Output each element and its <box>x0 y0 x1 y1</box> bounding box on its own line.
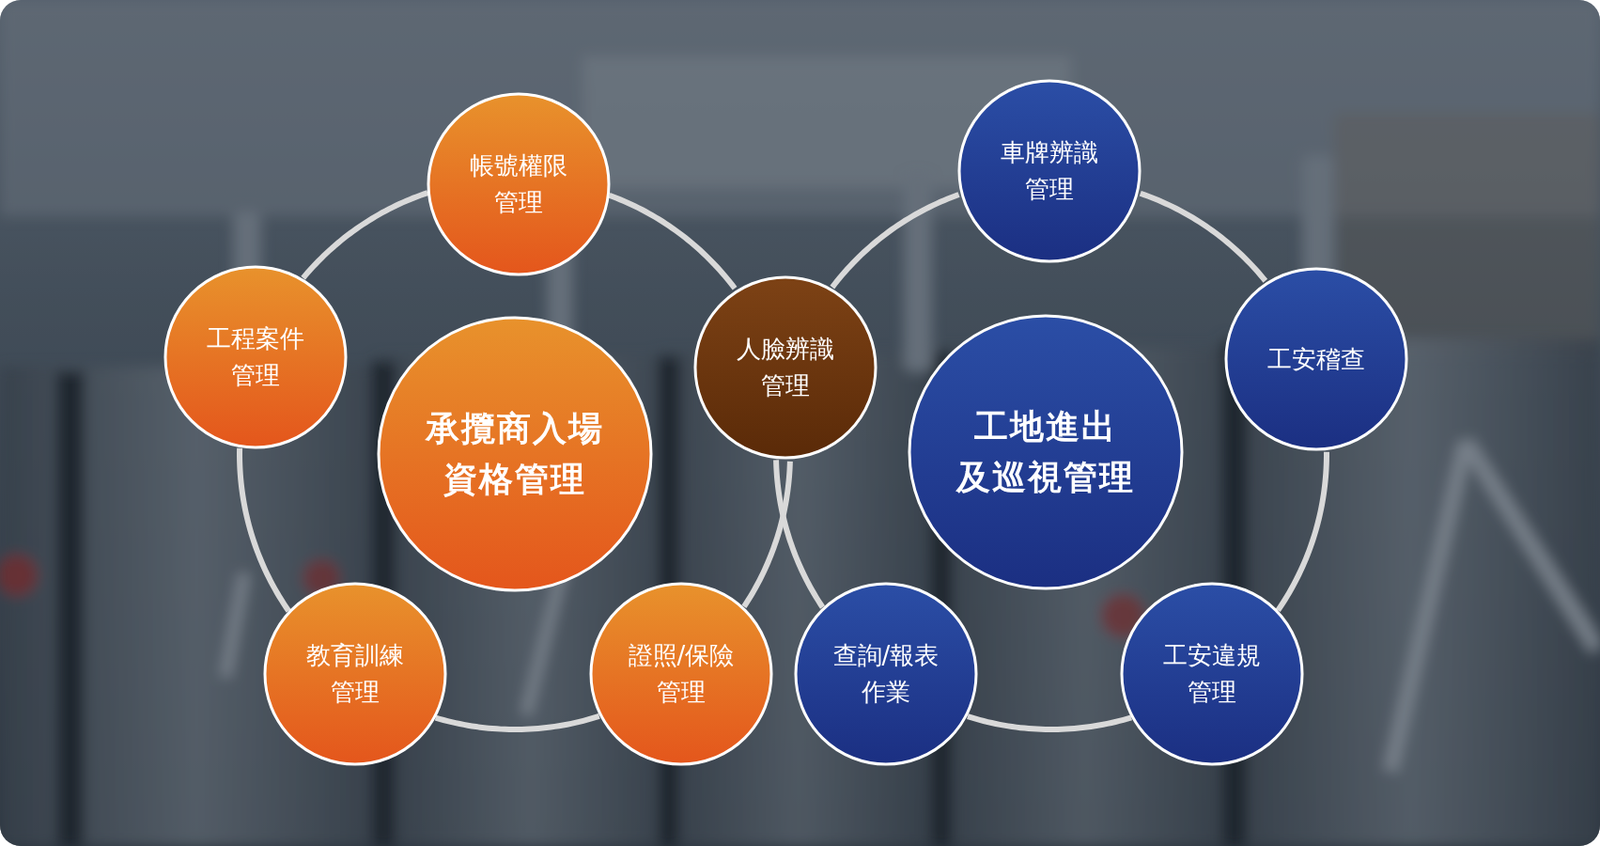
circle-fill <box>695 277 876 458</box>
circle-node: 教育訓練 管理 <box>263 581 448 766</box>
node-label: 承攬商入場 資格管理 <box>411 403 619 505</box>
circle-fill <box>795 583 977 764</box>
circle-fill <box>428 93 609 275</box>
circle-fill <box>378 317 652 591</box>
ring-arc <box>1140 193 1266 281</box>
node-label: 車牌辨識 管理 <box>988 134 1111 208</box>
circle-node: 人臉辨識 管理 <box>693 275 878 460</box>
ring-arc <box>1277 451 1327 611</box>
ring-arc <box>776 459 823 607</box>
circle-node: 帳號權限 管理 <box>426 92 611 277</box>
circle-shape <box>589 581 774 766</box>
circle-node: 查詢/報表 作業 <box>793 581 979 766</box>
node-label: 工地進出 及巡視管理 <box>942 401 1150 503</box>
ring-arc <box>832 194 960 288</box>
circle-node: 工安違規 管理 <box>1119 581 1305 766</box>
circle-fill <box>1226 268 1407 450</box>
ring-arc <box>608 195 735 289</box>
node-label: 查詢/報表 作業 <box>824 636 948 711</box>
circle-shape <box>163 264 348 450</box>
circle-fill <box>909 315 1182 589</box>
circle-node: 工程案件 管理 <box>163 264 348 450</box>
node-label: 人臉辨識 管理 <box>724 330 847 404</box>
circle-fill <box>1121 583 1303 764</box>
circle-fill <box>959 80 1140 262</box>
circle-shape <box>376 315 653 592</box>
circle-shape <box>907 313 1184 591</box>
node-label: 工安違規 管理 <box>1150 636 1274 711</box>
node-label: 工安稽查 <box>1267 341 1366 378</box>
circle-node: 車牌辨識 管理 <box>957 78 1142 264</box>
circle-fill <box>165 266 346 448</box>
circle-shape <box>693 275 878 460</box>
ring-arc <box>744 461 791 606</box>
ring-arc <box>303 192 429 279</box>
circle-shape <box>1119 581 1305 766</box>
ring-arc <box>435 715 600 730</box>
circle-fill <box>264 583 446 764</box>
node-label: 教育訓練 管理 <box>294 636 417 711</box>
node-label: 帳號權限 管理 <box>457 147 580 221</box>
ring-arc <box>239 448 289 611</box>
node-label: 證照/保險 管理 <box>620 636 743 711</box>
circle-shape <box>263 581 448 766</box>
circle-node: 證照/保險 管理 <box>589 581 774 766</box>
circle-shape <box>957 78 1142 264</box>
ring-arc <box>967 715 1132 730</box>
circle-shape <box>793 581 979 766</box>
circle-node: 承攬商入場 資格管理 <box>376 315 653 592</box>
circle-shape <box>426 92 611 277</box>
circle-node: 工安稽查 <box>1224 266 1409 451</box>
circle-node: 工地進出 及巡視管理 <box>907 313 1184 591</box>
circle-fill <box>590 583 772 764</box>
node-label: 工程案件 管理 <box>194 320 317 394</box>
